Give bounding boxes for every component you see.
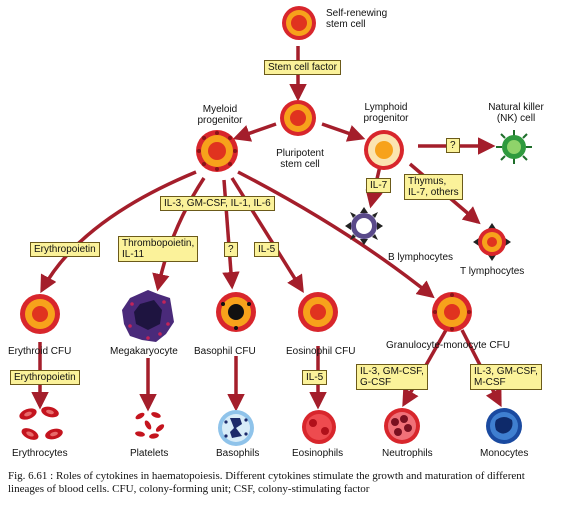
lymphoid-progenitor-cell: [364, 130, 404, 170]
platelets-cells: [135, 412, 165, 439]
arrow-myeloid-to-eosinophil: [230, 177, 304, 293]
myeloid-progenitor-cell: [196, 130, 238, 172]
factor-stem-cell-factor: Stem cell factor: [264, 60, 341, 75]
eosinophil-cfu-cell: [298, 292, 338, 332]
erythrocytes-cells: [19, 406, 63, 440]
label-eosinophil-cfu: Eosinophil CFU: [286, 346, 356, 357]
label-myeloid-progenitor: Myeloid progenitor: [197, 104, 243, 126]
arrow-myeloid-to-gm: [237, 170, 435, 299]
factor-nk-unknown: ?: [446, 138, 460, 153]
arrow-myeloid-to-erythroid: [40, 170, 197, 294]
label-nk-cell: Natural killer (NK) cell: [488, 102, 544, 124]
monocytes-cell: [486, 408, 522, 444]
arrow-pluripotent-to-myeloid: [232, 122, 277, 142]
label-basophils: Basophils: [216, 448, 260, 459]
factor-thrombopoietin: Thrombopoietin, IL-11: [118, 236, 199, 262]
eosinophils-cell: [302, 410, 336, 444]
factor-neutrophil-csf: IL-3, GM-CSF, G-CSF: [356, 364, 428, 390]
factor-myeloid-mix: IL-3, GM-CSF, IL-1, IL-6: [160, 196, 275, 211]
label-self-renewing-stem-cell: Self-renewing stem cell: [326, 8, 388, 30]
basophils-cell: [218, 410, 254, 446]
basophil-cfu-cell: [216, 292, 256, 332]
label-lymphoid-progenitor: Lymphoid progenitor: [363, 102, 409, 124]
factor-erythropoietin-2: Erythropoietin: [10, 370, 80, 385]
factor-il5-1: IL-5: [254, 242, 280, 257]
self-renewing-stem-cell: [282, 6, 316, 40]
label-b-lymphocytes: B lymphocytes: [388, 252, 454, 263]
label-monocytes: Monocytes: [480, 448, 529, 459]
label-basophil-cfu: Basophil CFU: [194, 346, 256, 357]
label-t-lymphocytes: T lymphocytes: [460, 266, 525, 277]
label-pluripotent-stem-cell: Pluripotent stem cell: [276, 148, 324, 170]
arrow-pluripotent-to-lymphoid: [321, 122, 366, 142]
t-lymphocyte-cell: [473, 223, 511, 261]
label-gm-cfu: Granulocyte-monocyte CFU: [386, 340, 510, 351]
factor-basophil-unknown: ?: [224, 242, 238, 257]
nk-cell: [496, 130, 532, 164]
label-erythroid-cfu: Erythroid CFU: [8, 346, 72, 357]
neutrophils-cell: [384, 408, 420, 444]
label-erythrocytes: Erythrocytes: [12, 448, 68, 459]
factor-monocyte-csf: IL-3, GM-CSF, M-CSF: [470, 364, 542, 390]
pluripotent-stem-cell: [280, 100, 316, 136]
factor-il5-2: IL-5: [302, 370, 328, 385]
erythroid-cfu-cell: [20, 294, 60, 334]
factor-il7: IL-7: [366, 178, 392, 193]
megakaryocyte-cell: [122, 290, 174, 342]
figure-caption: Fig. 6.61 : Roles of cytokines in haemat…: [8, 470, 525, 495]
label-neutrophils: Neutrophils: [382, 448, 433, 459]
label-megakaryocyte: Megakaryocyte: [110, 346, 178, 357]
label-eosinophils: Eosinophils: [292, 448, 344, 459]
arrow-myeloid-to-megakaryocyte: [152, 177, 206, 292]
factor-thymus: Thymus, IL-7, others: [404, 174, 463, 200]
b-lymphocyte-cell: [345, 207, 383, 245]
factor-erythropoietin-1: Erythropoietin: [30, 242, 100, 257]
gm-cfu-cell: [432, 292, 472, 332]
label-platelets: Platelets: [130, 448, 169, 459]
